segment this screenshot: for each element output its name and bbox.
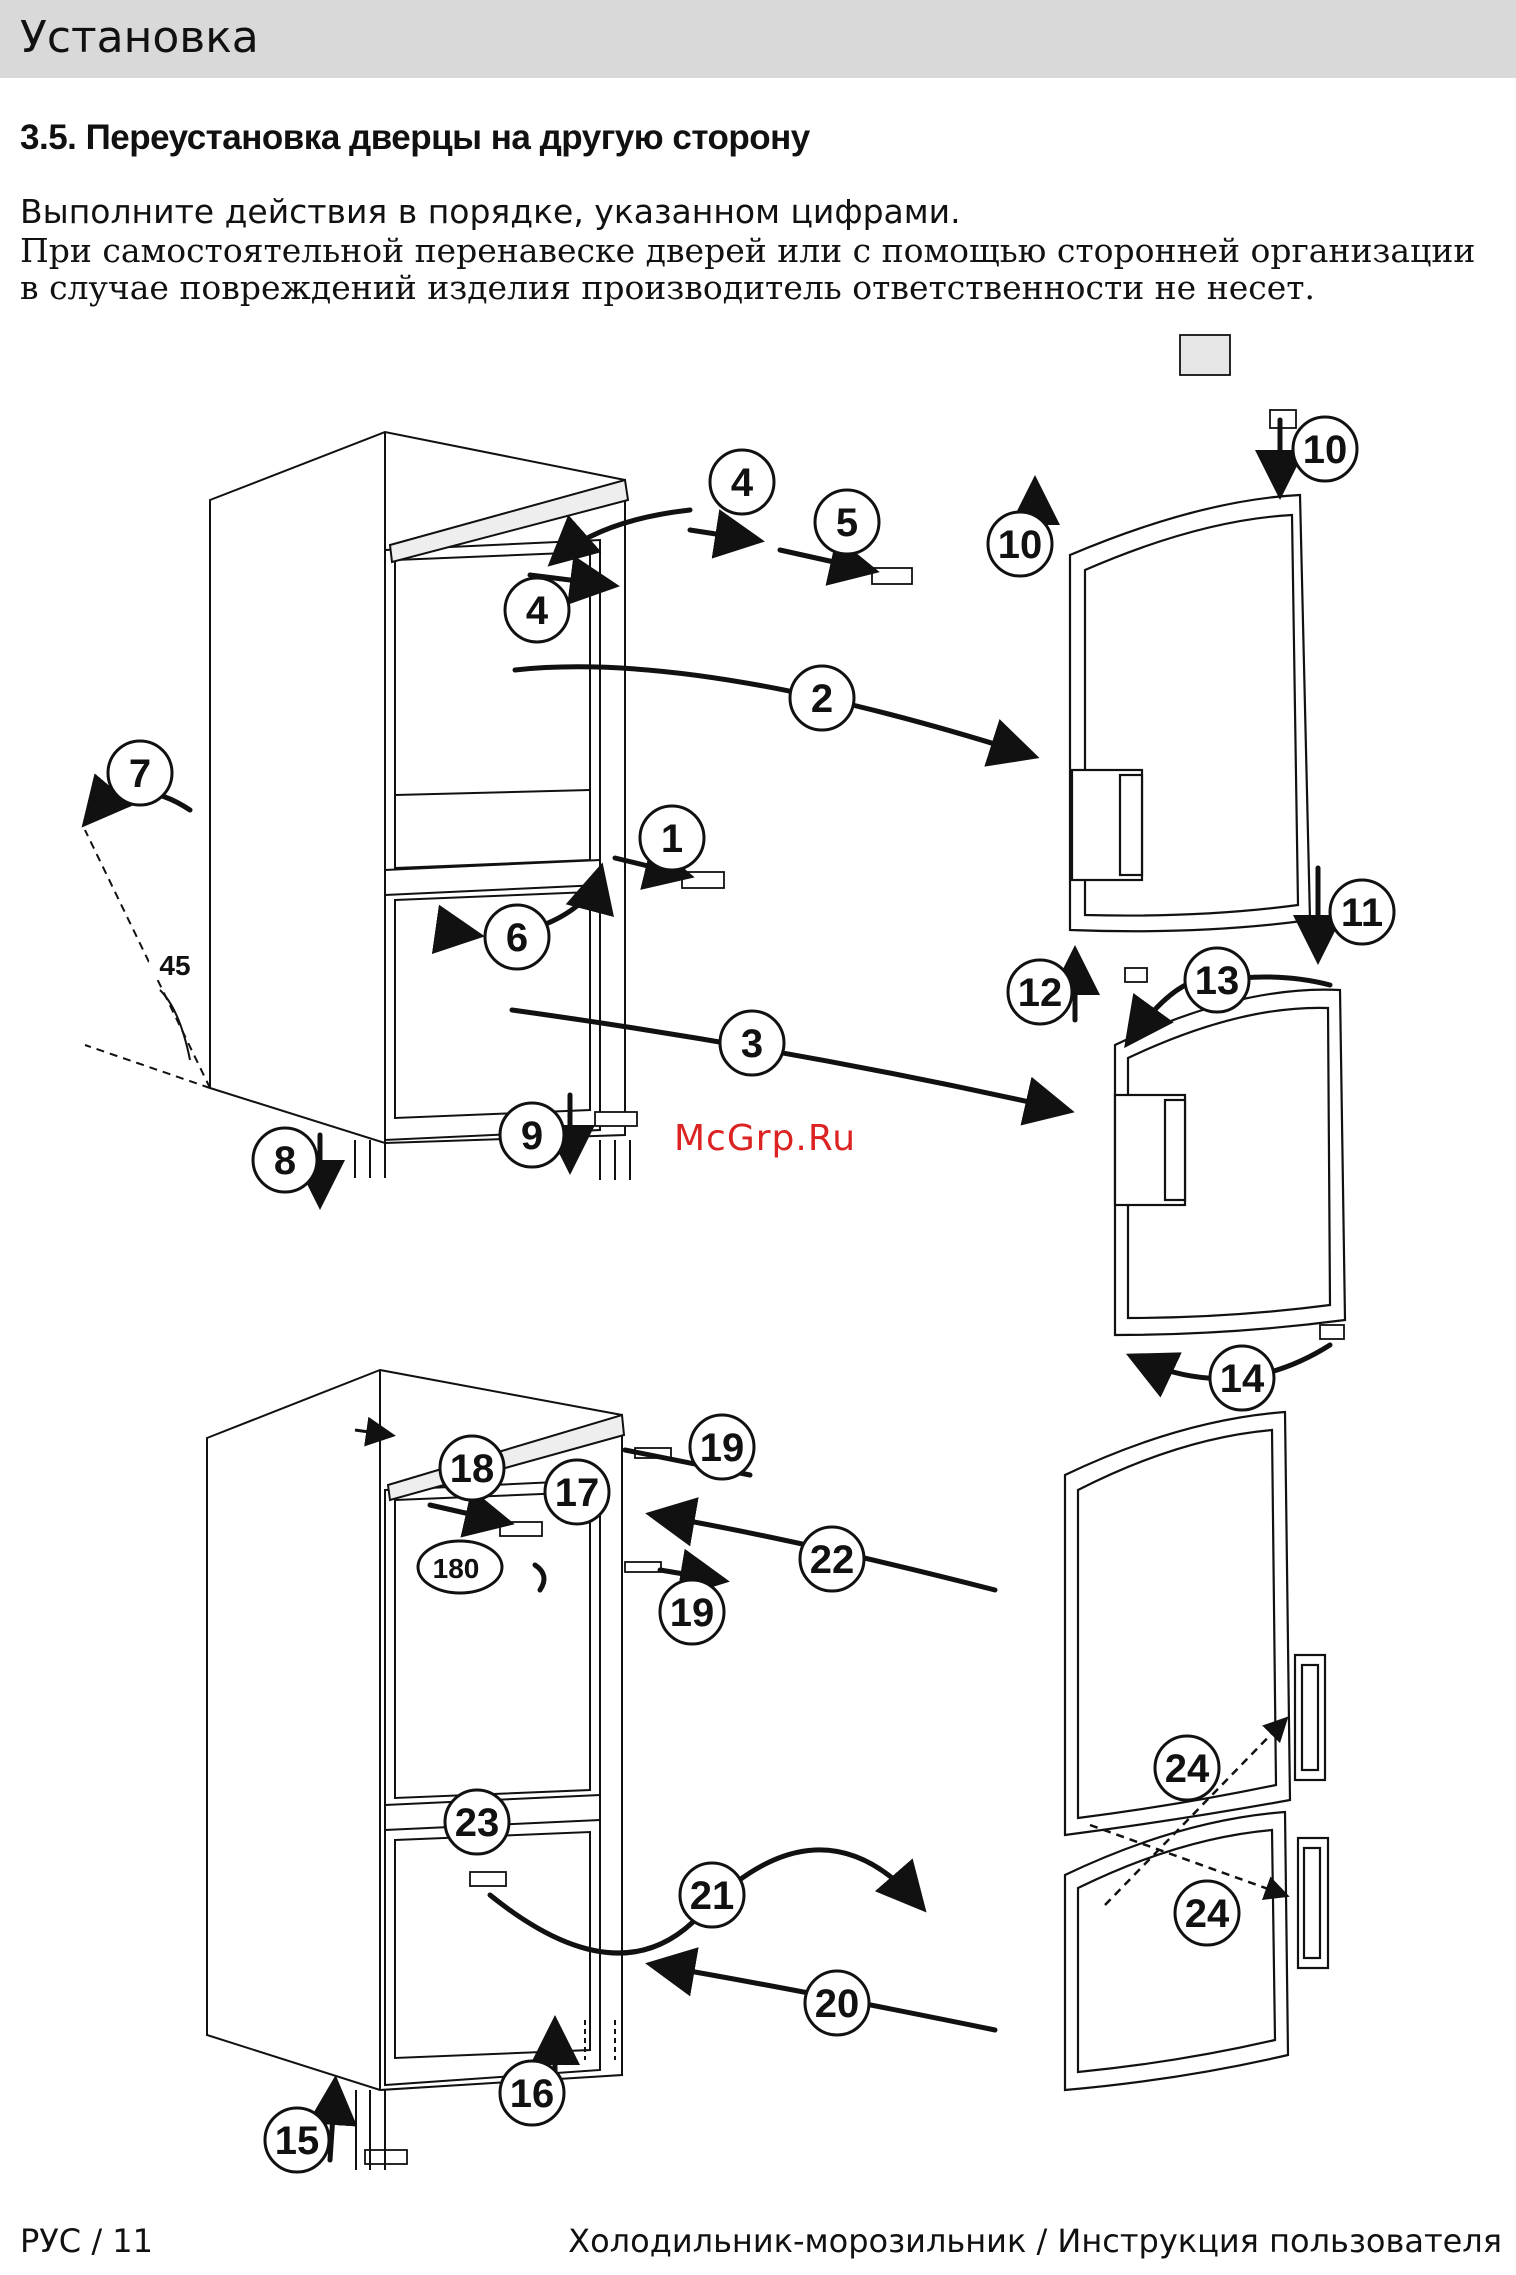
instruction-text: Выполните действия в порядке, указанном …: [20, 192, 961, 231]
step-13-label: 13: [1195, 959, 1240, 1003]
document-title: Холодильник-морозильник / Инструкция пол…: [568, 2222, 1502, 2260]
step-19b-label: 19: [670, 1591, 715, 1635]
step-4a-label: 4: [731, 461, 754, 505]
step-8-label: 8: [274, 1139, 296, 1183]
step-16-label: 16: [510, 2072, 555, 2116]
step-10a-label: 10: [998, 523, 1043, 567]
fridge-door-bottom: [1063, 1410, 1330, 2092]
step-14-label: 14: [1220, 1357, 1265, 1401]
step-4b-label: 4: [526, 589, 549, 633]
step-21-label: 21: [690, 1874, 735, 1918]
step-20-label: 20: [815, 1982, 860, 2026]
step-7-label: 7: [129, 752, 151, 796]
step-23-label: 23: [455, 1801, 500, 1845]
step-markers: [106, 415, 1396, 2174]
step-24b-label: 24: [1185, 1892, 1230, 1936]
hinge-parts: [364, 334, 1345, 2165]
fridge-door-top: [1068, 493, 1312, 933]
step-22-label: 22: [810, 1538, 855, 1582]
step-5-label: 5: [836, 501, 858, 545]
step-1-label: 1: [661, 817, 683, 861]
header-bar: Установка: [0, 0, 1516, 78]
step-18-label: 18: [450, 1447, 495, 1491]
angle-45-label: 45: [159, 950, 190, 981]
header-title: Установка: [20, 12, 259, 63]
step-2-label: 2: [811, 677, 833, 721]
step-15-label: 15: [275, 2119, 320, 2163]
step-19a-label: 19: [700, 1426, 745, 1470]
step-17-label: 17: [555, 1471, 600, 1515]
warning-text: При самостоятельной перенавеске дверей и…: [20, 231, 1476, 307]
diagonal-arrows: [1089, 1716, 1290, 1906]
step-9-label: 9: [521, 1114, 543, 1158]
step-11-label: 11: [1341, 891, 1383, 935]
page-number: РУС / 11: [20, 2222, 153, 2260]
angle-180-label: 180: [433, 1553, 480, 1584]
step-3-label: 3: [741, 1022, 763, 1066]
step-24a-label: 24: [1165, 1747, 1210, 1791]
screws: [354, 1140, 631, 2170]
watermark: McGrp.Ru: [674, 1118, 856, 1159]
step-12-label: 12: [1018, 971, 1063, 1015]
step-10b-label: 10: [1303, 428, 1348, 472]
freezer-door-top: [1113, 988, 1347, 1337]
step-6-label: 6: [506, 916, 528, 960]
step-arrows: [81, 417, 1343, 2163]
section-title: 3.5. Переустановка дверцы на другую стор…: [20, 118, 810, 157]
